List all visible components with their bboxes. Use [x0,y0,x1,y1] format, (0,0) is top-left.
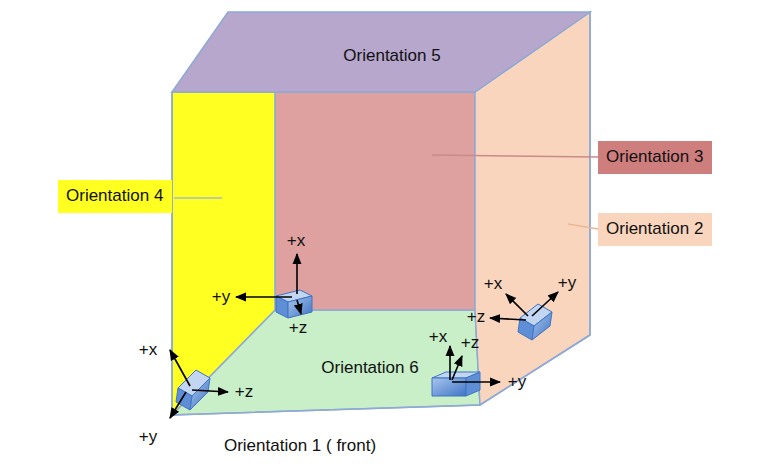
leader-line [568,224,598,229]
sensor [236,254,312,318]
callout-text: Orientation 2 [606,219,704,239]
axis-label: +y [508,373,526,392]
axis-label: +x [429,328,447,347]
back-face [275,92,475,310]
axis-label: +z [461,334,479,353]
callout-text: Orientation 3 [606,147,704,167]
leader-line [174,197,222,199]
axis-label: +z [467,308,485,327]
callout-box: Orientation 2 [598,213,712,246]
cube-edge [172,12,590,415]
axis-label: +x [484,275,502,294]
sensor [432,346,500,396]
left-face [172,92,275,415]
leader-line [432,155,598,157]
face-label: Orientation 5 [343,47,440,66]
face-label: Orientation 1 ( front) [224,437,376,456]
callout-box: Orientation 4 [58,180,172,213]
sensor [490,292,558,340]
axis-label: +z [235,383,253,402]
sensor [170,350,228,418]
callout-text: Orientation 4 [66,186,164,206]
axis-label: +x [287,232,305,251]
axis-label: +y [558,274,576,293]
top-face [172,12,590,92]
axis-label: +x [139,341,157,360]
callout-box: Orientation 3 [598,141,712,174]
axis-label: +y [212,288,230,307]
axis-label: +z [289,319,307,338]
axis-label: +y [139,428,157,447]
face-label: Orientation 6 [321,359,418,378]
